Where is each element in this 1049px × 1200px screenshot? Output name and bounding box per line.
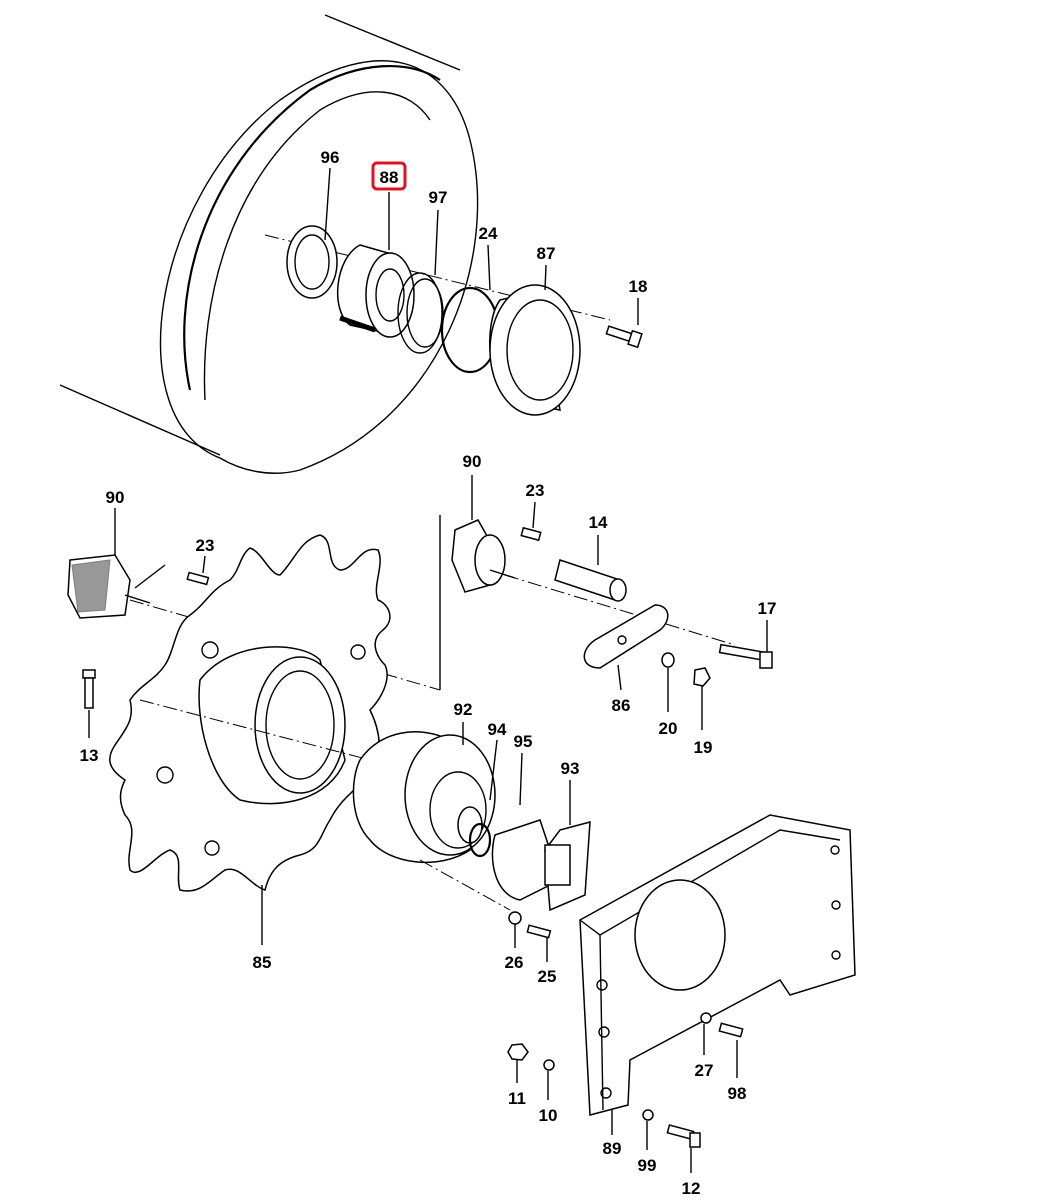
part-87-flange [489,284,581,416]
label-90-right[interactable]: 90 [463,452,482,471]
label-11[interactable]: 11 [508,1089,526,1108]
part-98-bolt [718,1022,744,1078]
label-25[interactable]: 25 [538,967,557,986]
label-10[interactable]: 10 [539,1106,558,1125]
part-17-bolt [718,620,773,669]
part-96-ring [286,225,338,299]
label-14[interactable]: 14 [589,513,608,532]
part-88-bearing [337,244,415,338]
label-20[interactable]: 20 [659,719,678,738]
label-99[interactable]: 99 [638,1156,657,1175]
label-24[interactable]: 24 [479,224,498,243]
label-19[interactable]: 19 [694,738,713,757]
part-27-washer [700,1012,712,1055]
part-13-bolt [82,669,96,738]
part-24-oring [440,286,500,374]
part-26-washer [508,911,522,948]
part-95-oring [468,822,492,858]
label-85[interactable]: 85 [253,953,272,972]
label-26[interactable]: 26 [505,953,524,972]
highlight-box-88 [371,161,407,191]
label-23-left[interactable]: 23 [196,536,215,555]
part-10-washer [543,1059,555,1100]
part-19-nut [693,667,711,687]
label-94[interactable]: 94 [488,720,507,739]
label-92[interactable]: 92 [454,700,473,719]
label-89[interactable]: 89 [603,1139,622,1158]
part-85-sprocket [109,534,391,945]
part-14-spacer [554,535,627,602]
label-87[interactable]: 87 [537,244,556,263]
part-94-shaft [457,739,498,844]
label-93[interactable]: 93 [561,759,580,778]
part-12-bolt [666,1124,701,1173]
part-86-plate [583,604,669,669]
label-13[interactable]: 13 [80,746,99,765]
part-99-washer [642,1109,654,1150]
label-23-right[interactable]: 23 [526,481,545,500]
label-97[interactable]: 97 [429,188,448,207]
part-11-nut [507,1043,529,1083]
label-90-left[interactable]: 90 [106,488,125,507]
part-23-bolt-left [186,571,210,586]
label-86[interactable]: 86 [612,696,631,715]
label-95[interactable]: 95 [514,732,533,751]
label-17[interactable]: 17 [758,599,777,618]
part-89-bracket [579,814,856,1135]
label-18[interactable]: 18 [629,277,648,296]
label-12[interactable]: 12 [682,1179,701,1198]
label-88[interactable]: 88 [380,168,399,187]
label-27[interactable]: 27 [695,1061,714,1080]
label-98[interactable]: 98 [728,1084,747,1103]
part-97-circlip [397,272,444,354]
part-25-bolt [526,924,552,962]
part-93-motor [419,780,591,912]
part-18-bolt [605,325,643,349]
part-90-mount-right [439,475,736,690]
label-96[interactable]: 96 [321,148,340,167]
part-23-bolt-right [520,526,542,542]
part-20-washer [661,652,675,668]
